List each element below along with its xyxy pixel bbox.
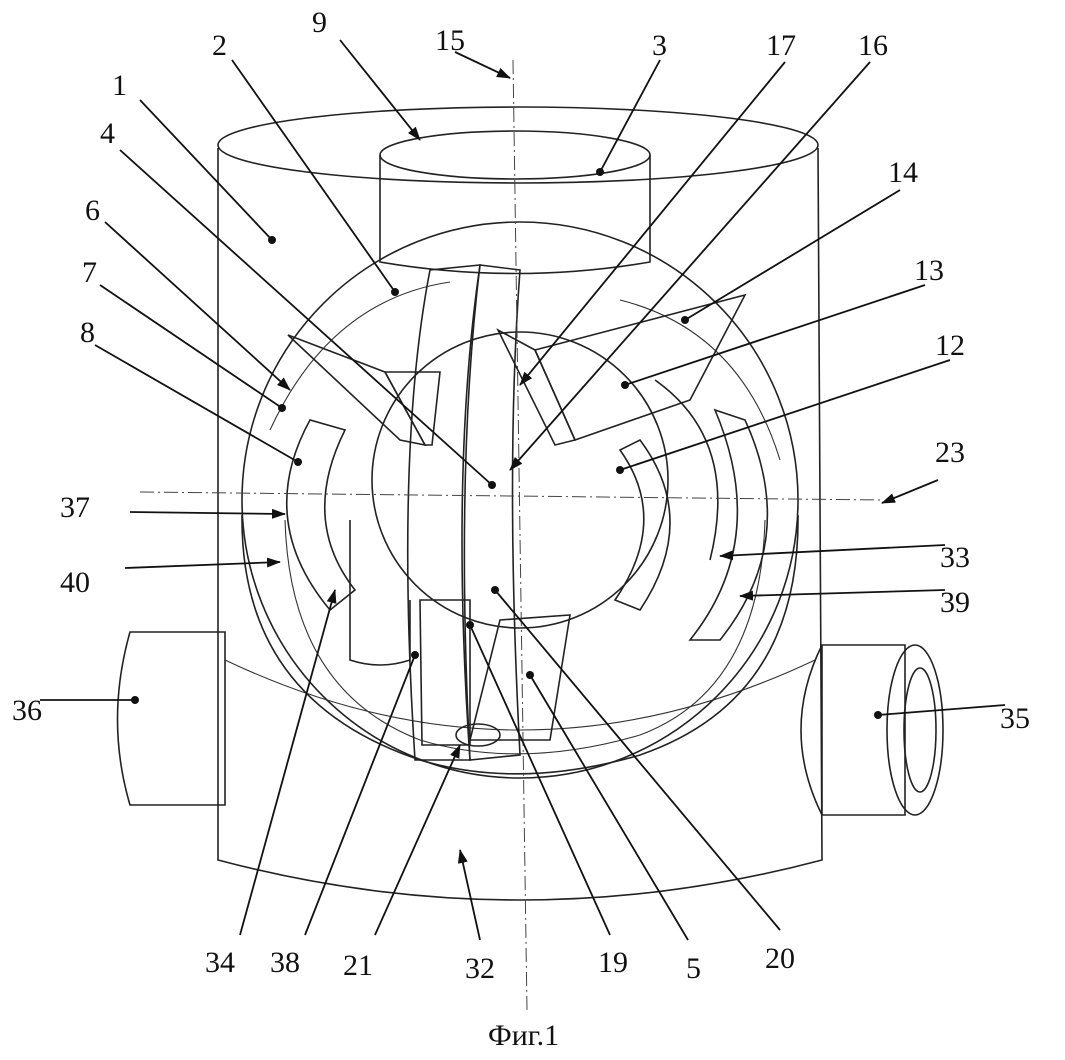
label-7: 7 [82,256,97,289]
label-32: 32 [465,952,495,985]
reference-labels: 1 2 9 15 3 17 16 4 14 6 13 7 12 8 23 37 … [12,6,1030,1052]
label-5: 5 [686,952,701,985]
label-37: 37 [60,491,90,524]
cavity [242,222,798,778]
label-33: 33 [940,541,970,574]
inner-sphere [372,332,668,628]
label-34: 34 [205,946,235,979]
label-3: 3 [652,29,667,62]
label-38: 38 [270,946,300,979]
label-19: 19 [598,946,628,979]
label-40: 40 [60,566,90,599]
label-1: 1 [112,69,127,102]
label-2: 2 [212,29,227,62]
label-36: 36 [12,694,42,727]
label-15: 15 [435,24,465,57]
label-17: 17 [766,29,796,62]
pipe-left-36 [118,632,226,805]
label-35: 35 [1000,702,1030,735]
label-8: 8 [80,316,95,349]
label-20: 20 [765,942,795,975]
figure-caption: Фиг.1 [488,1019,559,1052]
label-14: 14 [888,156,918,189]
label-39: 39 [940,586,970,619]
label-21: 21 [343,949,373,982]
label-12: 12 [935,329,965,362]
label-23: 23 [935,436,965,469]
label-9: 9 [312,6,327,39]
central-vane [408,265,570,760]
pipe-right-35 [801,645,943,815]
axis-horizontal [140,492,880,500]
label-4: 4 [100,117,115,150]
label-13: 13 [914,254,944,287]
label-16: 16 [858,29,888,62]
axis-vertical [513,60,527,1010]
label-6: 6 [85,194,100,227]
